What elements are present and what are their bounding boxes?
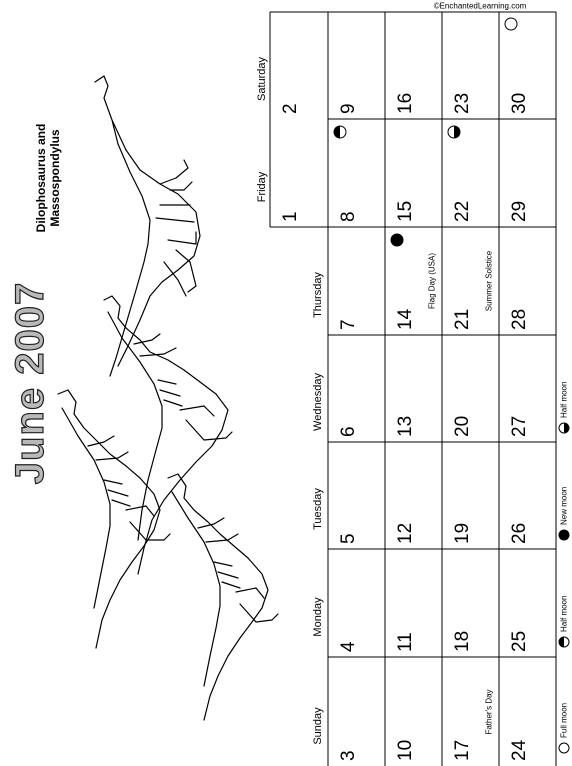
moon-half-right-icon	[447, 125, 461, 139]
day-29: 29	[509, 201, 530, 222]
dilophosaurus-drawing-2	[57, 389, 171, 649]
dilophosaurus-drawing-1	[103, 295, 233, 575]
day-25: 25	[509, 631, 530, 652]
day-15: 15	[395, 201, 416, 222]
legend-label: Full moon	[560, 703, 569, 738]
legend-moon-half-left-icon	[558, 636, 570, 648]
day-1: 1	[280, 211, 301, 222]
day-label-monday: Monday	[312, 597, 324, 637]
day-2: 2	[280, 103, 301, 114]
day-16: 16	[395, 93, 416, 114]
day-3: 3	[338, 750, 359, 761]
legend-label: Half moon	[560, 382, 569, 418]
subtitle-line-2: Massospondylus	[48, 129, 62, 227]
day-26: 26	[509, 523, 530, 544]
day-label-thursday: Thursday	[312, 272, 324, 318]
legend-moon-full-icon	[558, 742, 570, 754]
day-13: 13	[395, 416, 416, 437]
day-11: 11	[395, 632, 416, 652]
day-22: 22	[452, 201, 473, 222]
credit-text: ©EnchantedLearning.com	[434, 2, 527, 11]
day-17: 17	[452, 740, 473, 761]
page-title: June 2007	[8, 282, 52, 484]
day-28: 28	[509, 309, 530, 330]
dilophosaurus-drawing-3	[167, 473, 279, 721]
day-23: 23	[452, 93, 473, 114]
legend-moon-new-icon	[558, 529, 570, 541]
day-note: Father's Day	[485, 689, 494, 734]
day-note: Flag Day (USA)	[428, 253, 437, 309]
day-note: Summer Solstice	[485, 250, 494, 311]
day-label-wednesday: Wednesday	[312, 373, 324, 431]
day-5: 5	[338, 533, 359, 544]
moon-half-left-icon	[333, 125, 347, 139]
day-24: 24	[509, 739, 530, 761]
day-27: 27	[509, 416, 530, 437]
day-18: 18	[452, 631, 473, 652]
day-9: 9	[338, 103, 359, 114]
day-of-week-labels: Sunday Monday Tuesday Wednesday Thursday Frid…	[256, 56, 324, 744]
day-4: 4	[338, 641, 359, 652]
day-14: 14	[395, 308, 416, 330]
dinosaur-illustration	[57, 75, 279, 721]
day-8: 8	[338, 211, 359, 222]
day-21: 21	[452, 309, 473, 330]
day-label-saturday: Saturday	[256, 56, 268, 101]
day-label-friday: Friday	[256, 171, 268, 202]
day-label-sunday: Sunday	[312, 707, 324, 745]
calendar-grid	[269, 11, 557, 766]
day-30: 30	[509, 93, 530, 114]
day-19: 19	[452, 523, 473, 544]
subtitle: Dilophosaurus and Massospondylus	[34, 124, 62, 233]
day-label-tuesday: Tuesday	[312, 488, 324, 530]
day-20: 20	[452, 416, 473, 437]
subtitle-line-1: Dilophosaurus and	[34, 124, 48, 233]
day-10: 10	[395, 740, 416, 761]
massospondylus-drawing	[94, 75, 201, 377]
legend-label: Half moon	[560, 596, 569, 632]
day-6: 6	[338, 426, 359, 437]
moon-full-icon	[504, 17, 518, 31]
moon-new-icon	[390, 233, 404, 247]
day-12: 12	[395, 523, 416, 544]
legend-moon-half-right-icon	[558, 422, 570, 434]
day-7: 7	[338, 319, 359, 330]
legend-label: New moon	[560, 487, 569, 525]
